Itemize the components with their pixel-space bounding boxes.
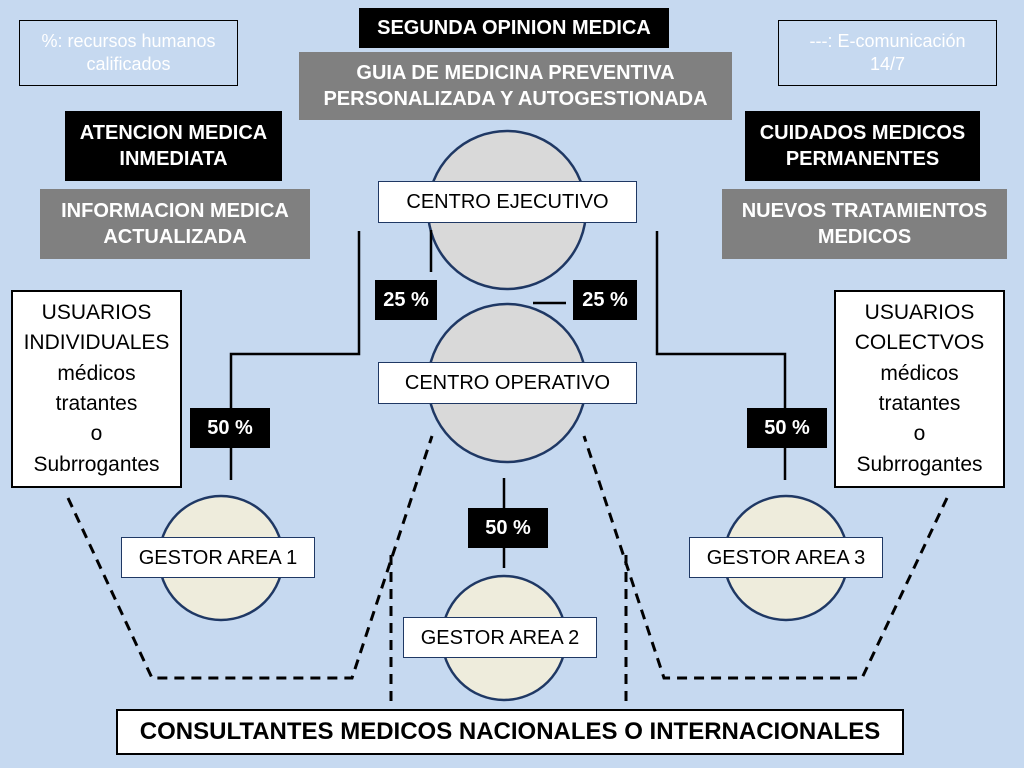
percent-area-1: 50 % — [190, 408, 270, 448]
legend-e-comunicacion: ---: E-comunicación 14/7 — [778, 20, 997, 86]
centro-operativo-label: CENTRO OPERATIVO — [378, 362, 637, 404]
percent-area-2: 50 % — [468, 508, 548, 548]
percent-ejecutivo-right: 25 % — [573, 280, 637, 320]
consultantes-medicos-box: CONSULTANTES MEDICOS NACIONALES O INTERN… — [116, 709, 904, 755]
cuidados-medicos-permanentes-label: CUIDADOS MEDICOS PERMANENTES — [745, 111, 980, 181]
legend-recursos-humanos: %: recursos humanos calificados — [19, 20, 238, 86]
guia-medicina-preventiva-label: GUIA DE MEDICINA PREVENTIVA PERSONALIZAD… — [299, 52, 732, 120]
centro-ejecutivo-label: CENTRO EJECUTIVO — [378, 181, 637, 223]
percent-area-3: 50 % — [747, 408, 827, 448]
ecom-line-left — [66, 435, 434, 680]
usuarios-individuales-box: USUARIOS INDIVIDUALES médicos tratantes … — [11, 290, 182, 488]
ecom-line-right — [582, 435, 949, 680]
informacion-medica-actualizada-label: INFORMACION MEDICA ACTUALIZADA — [40, 189, 310, 259]
gestor-area-1-label: GESTOR AREA 1 — [121, 537, 315, 578]
nuevos-tratamientos-medicos-label: NUEVOS TRATAMIENTOS MEDICOS — [722, 189, 1007, 259]
percent-ejecutivo-left: 25 % — [375, 280, 437, 320]
usuarios-colectivos-box: USUARIOS COLECTVOS médicos tratantes o S… — [834, 290, 1005, 488]
gestor-area-2-label: GESTOR AREA 2 — [403, 617, 597, 658]
atencion-medica-inmediata-label: ATENCION MEDICA INMEDIATA — [65, 111, 282, 181]
segunda-opinion-medica-label: SEGUNDA OPINION MEDICA — [359, 8, 669, 48]
gestor-area-3-label: GESTOR AREA 3 — [689, 537, 883, 578]
